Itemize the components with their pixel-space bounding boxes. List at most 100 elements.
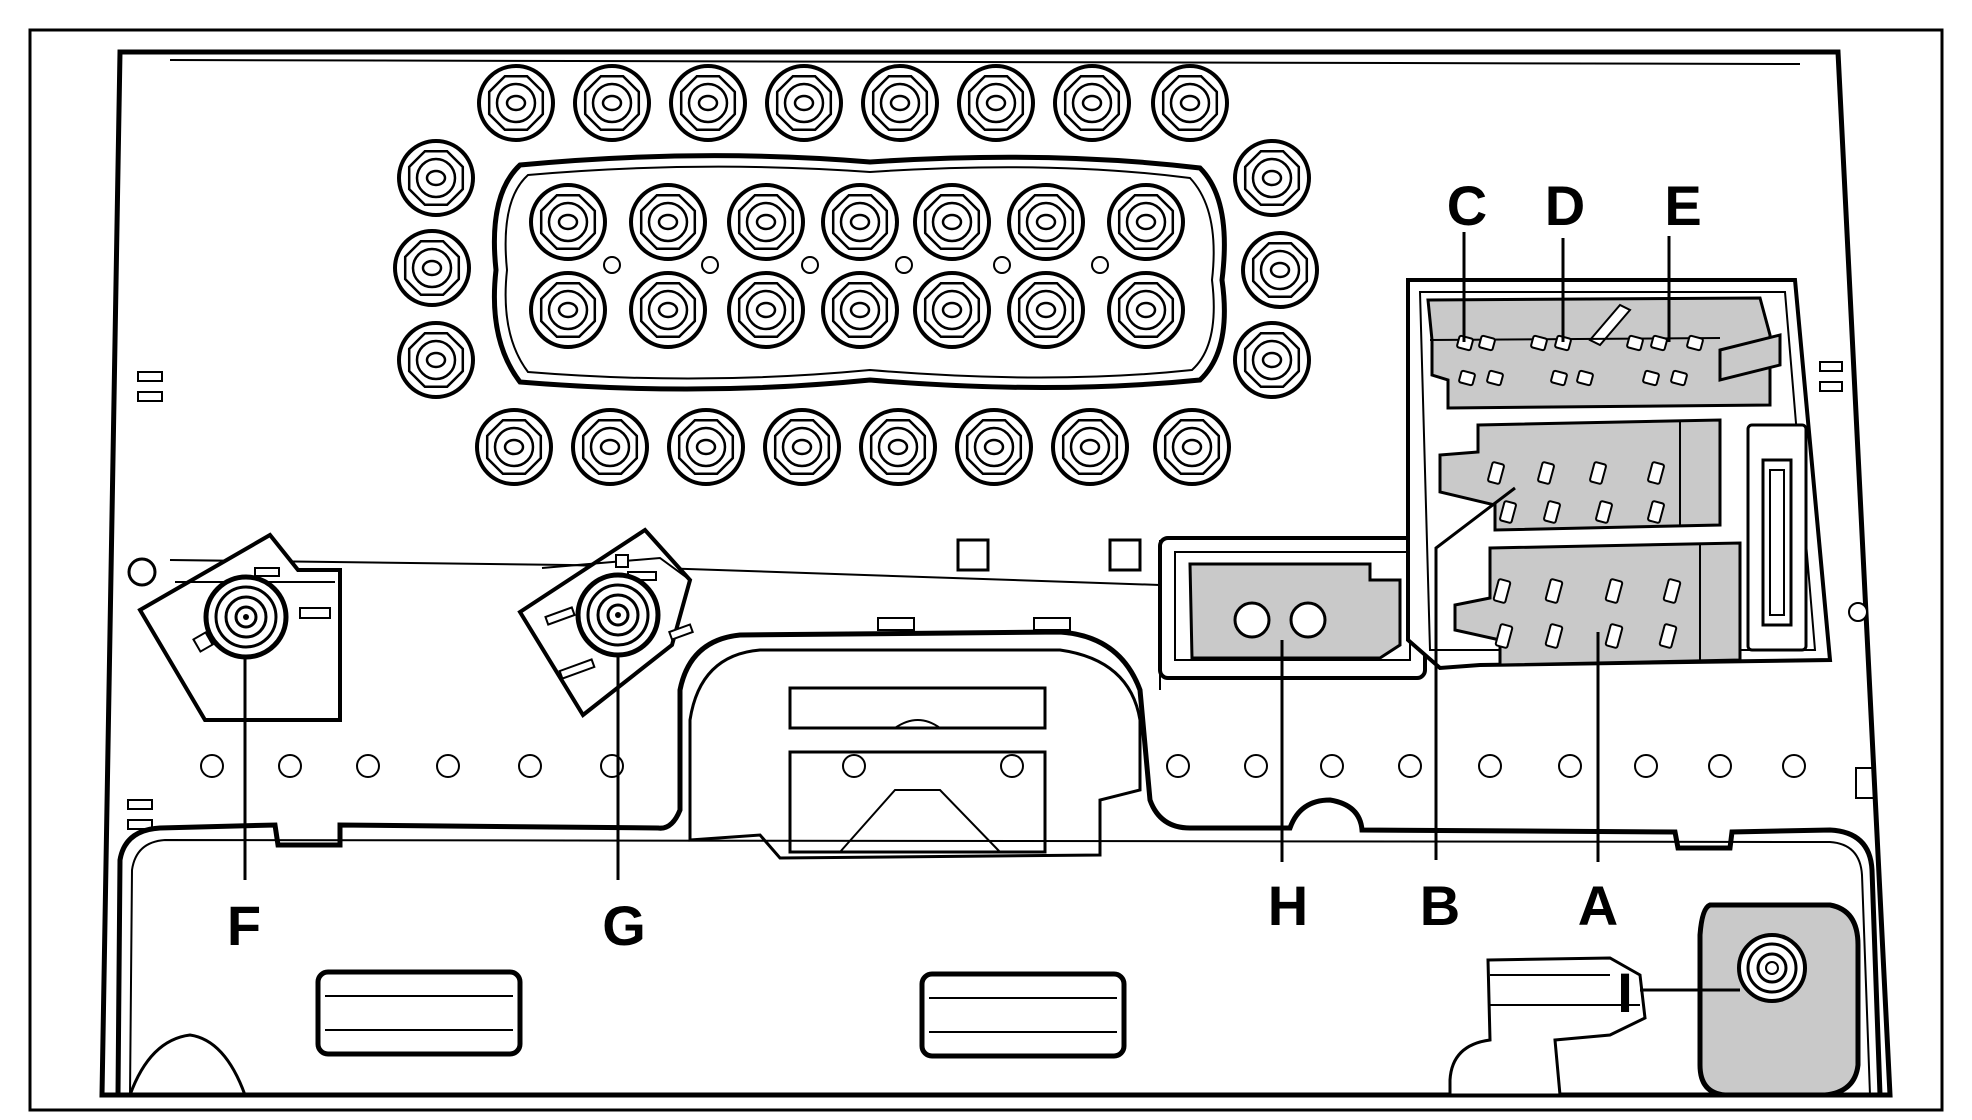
contact-slot — [1499, 500, 1517, 524]
contact-slot — [1544, 623, 1564, 649]
unit-housing-outline — [99, 49, 1893, 1098]
pin-terminal — [393, 229, 471, 307]
contact-slot — [1589, 461, 1607, 485]
pin-terminal — [477, 64, 555, 142]
pin-terminal — [727, 271, 805, 349]
small-square — [1108, 538, 1142, 572]
mounting-hole — [278, 754, 302, 778]
pin-terminal — [1051, 408, 1129, 486]
mounting-hole — [1000, 754, 1024, 778]
lower-panel — [115, 629, 1883, 1096]
pin-terminal — [475, 408, 553, 486]
coax-connector-g — [517, 527, 694, 718]
mounting-hole — [1320, 754, 1344, 778]
contact-slot — [1642, 369, 1660, 387]
contact-slot — [1662, 578, 1682, 604]
mounting-hole-row — [200, 754, 1806, 778]
pin-terminal — [571, 408, 649, 486]
pin-terminal — [1241, 231, 1319, 309]
contact-slot — [1576, 369, 1594, 387]
contact-slot — [1494, 623, 1514, 649]
lower-handle-right — [919, 971, 1127, 1059]
label-b: B — [1420, 874, 1460, 937]
pin-terminal — [1107, 183, 1185, 261]
contact-slot — [1604, 578, 1624, 604]
connector-h — [1158, 536, 1427, 680]
pin-terminal — [1053, 64, 1131, 142]
mounting-hole — [1244, 754, 1268, 778]
mounting-hole — [1782, 754, 1806, 778]
contact-slot — [1554, 334, 1572, 352]
contact-slot — [1550, 369, 1568, 387]
mounting-hole — [1558, 754, 1582, 778]
contact-slot — [1458, 369, 1476, 387]
coax-connector-f — [137, 532, 342, 722]
pin-terminal — [913, 183, 991, 261]
pin-terminal — [859, 408, 937, 486]
pin-terminal — [913, 271, 991, 349]
contact-slot — [1537, 461, 1555, 485]
contact-slot — [1456, 334, 1474, 352]
connector-i — [1448, 902, 1861, 1098]
pin-terminal — [669, 64, 747, 142]
contact-slot — [1626, 334, 1644, 352]
connector-block-abcde — [1406, 278, 1833, 671]
pin-terminal — [1007, 271, 1085, 349]
lower-handle-left — [315, 969, 523, 1057]
pin-terminal — [1007, 183, 1085, 261]
pin-terminal — [1153, 408, 1231, 486]
pin-terminal — [529, 183, 607, 261]
center-window — [688, 617, 1142, 860]
pin-terminal — [1233, 139, 1311, 217]
pin-terminal — [1233, 321, 1311, 399]
side-slots — [127, 361, 1875, 830]
label-a: A — [1578, 874, 1618, 937]
label-e: E — [1664, 174, 1701, 237]
pin-terminal — [1107, 271, 1185, 349]
label-i: I — [1617, 961, 1633, 1024]
contact-slot — [1647, 461, 1665, 485]
pin-terminal — [727, 183, 805, 261]
pin-grid — [393, 64, 1319, 486]
label-c: C — [1447, 174, 1487, 237]
contact-slot — [1478, 334, 1496, 352]
contact-slot — [1486, 369, 1504, 387]
mounting-hole — [356, 754, 380, 778]
contact-slot — [1544, 578, 1564, 604]
pin-terminal — [397, 321, 475, 399]
pin-terminal — [667, 408, 745, 486]
mounting-hole — [200, 754, 224, 778]
pin-terminal — [397, 139, 475, 217]
label-f: F — [227, 894, 261, 957]
small-square — [956, 538, 990, 572]
mounting-hole — [600, 754, 624, 778]
pin-block-outline — [491, 153, 1227, 392]
mounting-hole — [1478, 754, 1502, 778]
pin-terminal — [861, 64, 939, 142]
callout-labels: C D E F G H B A I — [227, 174, 1702, 1024]
pin-terminal — [821, 271, 899, 349]
label-g: G — [602, 894, 646, 957]
mounting-hole — [842, 754, 866, 778]
contact-slot — [1543, 500, 1561, 524]
label-d: D — [1545, 174, 1585, 237]
pin-terminal — [573, 64, 651, 142]
leader-lines — [243, 232, 1740, 992]
contact-slot — [1650, 334, 1668, 352]
connector-pins — [1456, 334, 1704, 649]
pin-terminal — [955, 408, 1033, 486]
mounting-hole — [436, 754, 460, 778]
mounting-hole — [1708, 754, 1732, 778]
mounting-hole — [1634, 754, 1658, 778]
label-h: H — [1268, 874, 1308, 937]
contact-slot — [1530, 334, 1548, 352]
contact-slot — [1595, 500, 1613, 524]
pin-terminal — [529, 271, 607, 349]
mounting-hole — [518, 754, 542, 778]
contact-slot — [1686, 334, 1704, 352]
mounting-hole — [1166, 754, 1190, 778]
pin-terminal — [765, 64, 843, 142]
pin-terminal — [763, 408, 841, 486]
pin-terminal — [629, 271, 707, 349]
